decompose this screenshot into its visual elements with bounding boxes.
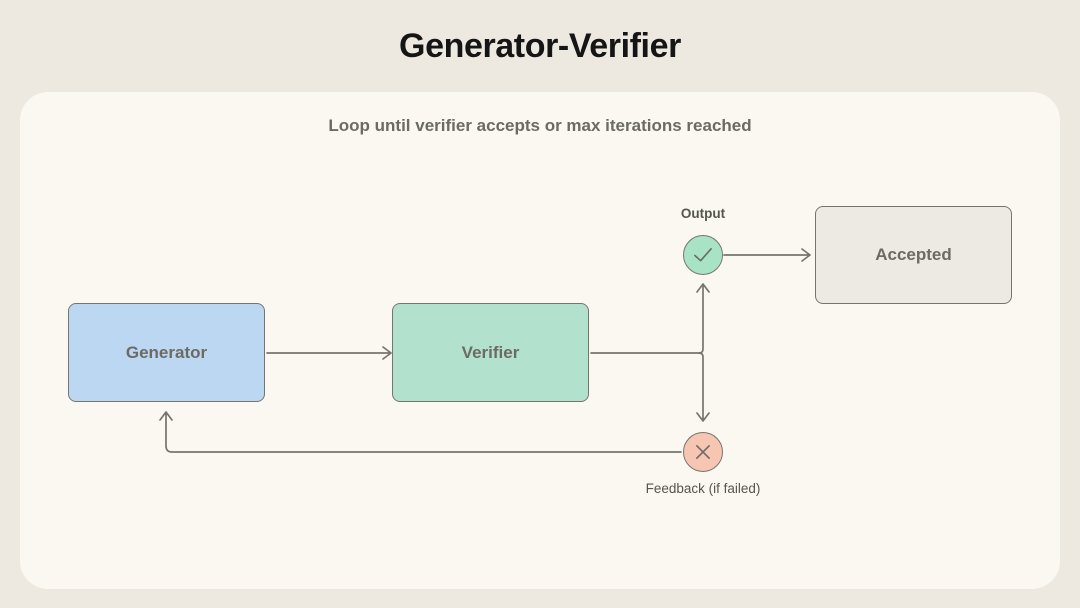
- loop-caption: Loop until verifier accepts or max itera…: [328, 116, 752, 135]
- accept-circle: [683, 235, 723, 275]
- arrow-output-to-accepted: [723, 248, 811, 262]
- arrow-verifier-to-output: [590, 283, 710, 354]
- arrow-verifier-to-feedback: [696, 352, 710, 422]
- diagram-panel: Loop until verifier accepts or max itera…: [20, 92, 1060, 589]
- accepted-node: Accepted: [815, 206, 1012, 304]
- feedback-label: Feedback (if failed): [645, 481, 761, 496]
- verifier-node: Verifier: [392, 303, 589, 402]
- diagram-title: Generator-Verifier: [399, 27, 681, 65]
- arrow-generator-to-verifier: [266, 346, 392, 360]
- arrow-feedback-to-generator: [159, 411, 682, 453]
- reject-circle: [683, 432, 723, 472]
- connector-arrows: [159, 248, 811, 453]
- cross-icon: [696, 445, 710, 459]
- check-icon: [694, 248, 712, 262]
- generator-node: Generator: [68, 303, 265, 402]
- output-label: Output: [680, 206, 726, 221]
- generator-node-label: Generator: [125, 342, 208, 362]
- accepted-node-label: Accepted: [875, 245, 952, 264]
- verifier-node-label: Verifier: [461, 342, 520, 362]
